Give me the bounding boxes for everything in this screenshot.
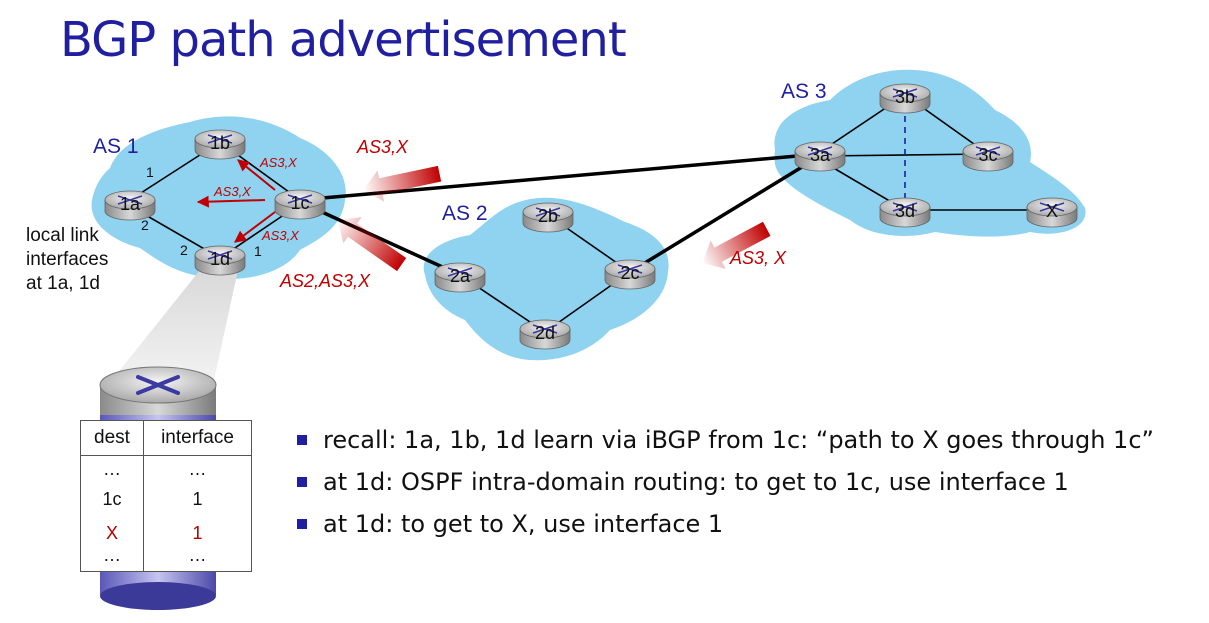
table-cell-interface: … bbox=[188, 545, 207, 565]
bullet-square-icon bbox=[297, 477, 307, 487]
note-line: local link bbox=[26, 225, 99, 246]
advert-label-as2as3x: AS2,AS3,X bbox=[279, 271, 371, 291]
page-title: BGP path advertisement bbox=[60, 12, 627, 68]
routers: 1a 1b 1c 1d 2a 2b 2c 2d 3a 3b 3c 3d X bbox=[104, 83, 1078, 350]
ibgp-arrows bbox=[196, 159, 276, 243]
router-label: 3a bbox=[810, 145, 831, 165]
router-2b-icon: 2b bbox=[522, 202, 574, 233]
advert-label-to-1d: AS3,X bbox=[261, 228, 300, 243]
bullet-square-icon bbox=[297, 435, 307, 445]
router-3b-icon: 3b bbox=[879, 83, 931, 114]
zoom-cone bbox=[112, 270, 238, 380]
arrow-to-1a bbox=[196, 195, 266, 208]
table-header-interface: interface bbox=[161, 427, 234, 448]
table-cell-interface: 1 bbox=[192, 523, 203, 543]
arrow-as3x-big bbox=[363, 165, 442, 202]
table-header-divider bbox=[81, 455, 251, 456]
advert-label-to-1a: AS3,X bbox=[213, 184, 252, 199]
as2-label: AS 2 bbox=[442, 202, 488, 225]
router-label: 2b bbox=[538, 206, 558, 226]
advert-label-to-1b: AS3,X bbox=[259, 155, 298, 170]
table-cell-interface: 1 bbox=[192, 489, 203, 509]
router-label: 2d bbox=[535, 323, 555, 343]
bullet-text: at 1d: to get to X, use interface 1 bbox=[323, 510, 724, 538]
table-cell-interface: … bbox=[188, 459, 207, 479]
iface-1a-top: 1 bbox=[146, 164, 154, 180]
as2-cloud bbox=[423, 197, 669, 361]
iface-1d-right: 1 bbox=[254, 243, 262, 259]
arrow-as3x-spaced bbox=[702, 221, 771, 269]
bullet-item: at 1d: OSPF intra-domain routing: to get… bbox=[295, 467, 1205, 509]
table-cell-dest: 1c bbox=[102, 489, 122, 509]
router-label: 1a bbox=[120, 194, 141, 214]
router-2d-icon: 2d bbox=[519, 319, 571, 350]
as1-cloud bbox=[91, 116, 346, 279]
advert-arrows bbox=[337, 165, 771, 272]
router-3c-icon: 3c bbox=[962, 141, 1014, 172]
as1-label: AS 1 bbox=[93, 135, 139, 158]
router-3d-icon: 3d bbox=[879, 197, 931, 228]
bullet-item: recall: 1a, 1b, 1d learn via iBGP from 1… bbox=[295, 425, 1205, 467]
router-2a-icon: 2a bbox=[434, 262, 486, 293]
router-3a-icon: 3a bbox=[794, 141, 846, 172]
table-cell-dest: X bbox=[105, 523, 118, 543]
advert-label-as3x-big: AS3,X bbox=[356, 137, 409, 157]
local-link-note: local link interfaces at 1a, 1d bbox=[26, 224, 108, 296]
bullet-square-icon bbox=[297, 519, 307, 529]
router-1d-icon: 1d bbox=[194, 245, 246, 276]
router-label: X bbox=[1046, 201, 1058, 221]
forwarding-table: dest interface … … 1c 1 X 1 … … bbox=[80, 420, 252, 572]
note-line: interfaces bbox=[26, 249, 109, 270]
advert-label-as3x-spaced: AS3, X bbox=[729, 248, 787, 268]
note-line: at 1a, 1d bbox=[26, 273, 100, 294]
router-label: 2c bbox=[620, 263, 639, 283]
router-1c-icon: 1c bbox=[274, 189, 326, 220]
iface-1a-bottom: 2 bbox=[141, 217, 149, 233]
router-1b-icon: 1b bbox=[194, 129, 246, 160]
arrow-to-1d bbox=[234, 211, 276, 243]
bullet-item: at 1d: to get to X, use interface 1 bbox=[295, 509, 1205, 551]
router-label: 1b bbox=[210, 133, 230, 153]
table-column-divider bbox=[143, 421, 144, 571]
router-label: 1c bbox=[290, 193, 309, 213]
iface-1d-left: 2 bbox=[180, 242, 188, 258]
router-2c-icon: 2c bbox=[604, 259, 656, 290]
as3-label: AS 3 bbox=[781, 80, 827, 103]
table-cell-dest: … bbox=[103, 545, 121, 565]
router-label: 3d bbox=[895, 201, 915, 221]
router-label: 3c bbox=[978, 145, 997, 165]
arrow-as2as3x bbox=[337, 217, 407, 272]
arrow-to-1b bbox=[237, 159, 276, 191]
router-label: 1d bbox=[210, 249, 230, 269]
bullet-text: recall: 1a, 1b, 1d learn via iBGP from 1… bbox=[323, 426, 1154, 454]
router-x-icon: X bbox=[1026, 197, 1078, 228]
router-label: 2a bbox=[450, 266, 471, 286]
router-1a-icon: 1a bbox=[104, 190, 156, 221]
router-label: 3b bbox=[895, 87, 915, 107]
bullet-text: at 1d: OSPF intra-domain routing: to get… bbox=[323, 468, 1069, 496]
bullet-list: recall: 1a, 1b, 1d learn via iBGP from 1… bbox=[295, 425, 1205, 551]
table-header-dest: dest bbox=[94, 427, 130, 448]
as3-cloud bbox=[774, 69, 1086, 237]
table-cell-dest: … bbox=[103, 459, 121, 479]
